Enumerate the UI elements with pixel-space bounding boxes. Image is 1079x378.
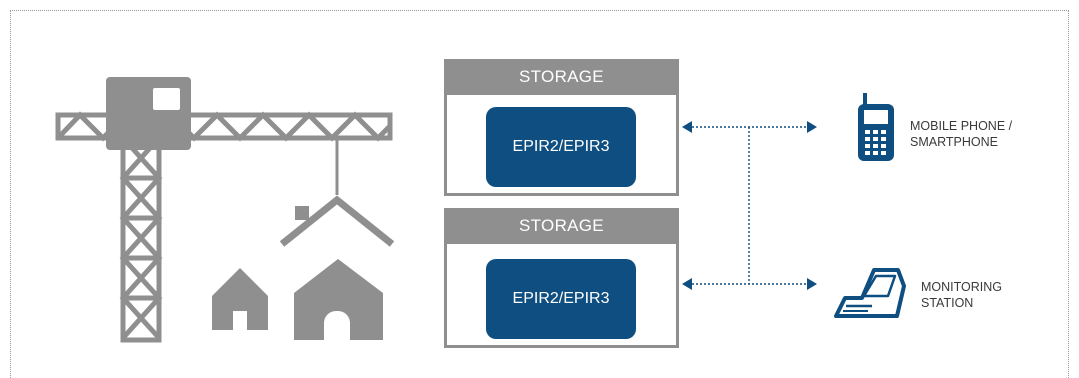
crane-cab-icon [106,77,191,150]
arrow-right-icon [807,121,817,133]
chimney-icon [295,206,309,220]
mobile-phone-label: MOBILE PHONE / SMARTPHONE [910,118,1012,150]
large-house-icon [294,259,383,340]
mobile-phone-icon [858,93,894,161]
mobile-phone-label-line2: SMARTPHONE [910,135,998,149]
arrow-left-icon [682,121,692,133]
arrow-right-icon [807,278,817,290]
monitoring-station-label-line2: STATION [921,296,974,310]
connection-lines [692,126,807,285]
monitoring-station-label-line1: MONITORING [921,280,1003,294]
monitoring-station-label: MONITORING STATION [921,279,1002,311]
storage-title: STORAGE [447,62,676,95]
small-house-icon [212,268,268,330]
epir-device-box: EPIR2/EPIR3 [486,107,636,187]
storage-title: STORAGE [447,211,676,244]
mobile-phone-label-line1: MOBILE PHONE / [910,119,1013,133]
epir-device-box: EPIR2/EPIR3 [486,259,636,339]
arrow-left-icon [682,278,692,290]
diagram-frame [10,10,1069,378]
storage-unit: STORAGE EPIR2/EPIR3 [444,208,679,348]
monitoring-station-icon [834,268,906,318]
storage-unit: STORAGE EPIR2/EPIR3 [444,59,679,196]
